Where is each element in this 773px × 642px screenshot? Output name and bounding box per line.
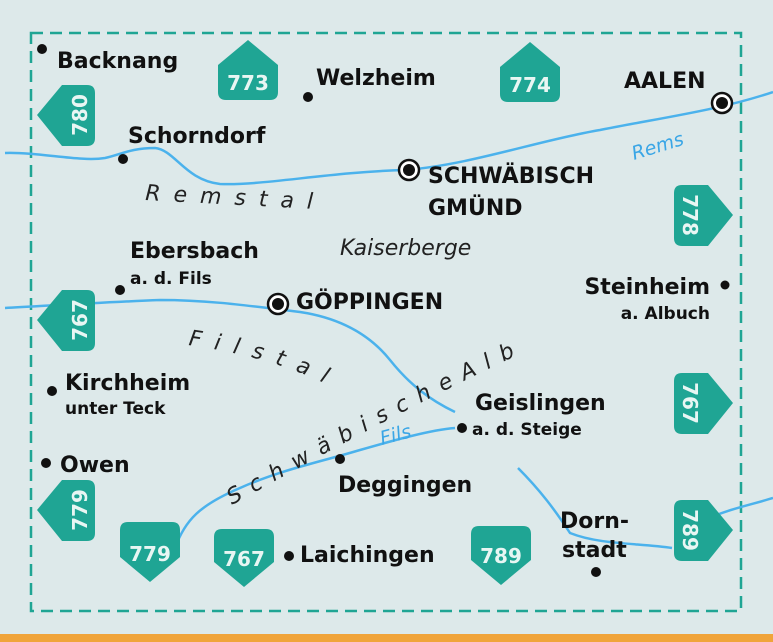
- town-label-kirchheim-sub: unter Teck: [65, 399, 166, 419]
- area-label-kaiserberge: Kaiserberge: [340, 236, 471, 261]
- town-label-geislingen: Geislingen: [475, 391, 606, 416]
- town-label-kirchheim: Kirchheim: [65, 371, 190, 396]
- town-dot-kirchheim: [47, 386, 57, 396]
- town-label-backnang: Backnang: [57, 49, 178, 74]
- city-marker-goeppingen: [266, 292, 290, 316]
- town-label-ebersbach: Ebersbach: [130, 239, 259, 264]
- town-label-dornstadt-2: stadt: [562, 538, 627, 563]
- badge-label: 778: [678, 194, 702, 236]
- town-dot-steinheim: [720, 280, 730, 290]
- sheet-badge-left-779[interactable]: 779: [37, 480, 95, 541]
- town-dot-owen: [41, 458, 51, 468]
- city-label-goeppingen: GÖPPINGEN: [296, 289, 443, 315]
- town-dot-backnang: [37, 44, 47, 54]
- badge-label: 773: [227, 71, 269, 95]
- town-label-laichingen: Laichingen: [300, 543, 435, 568]
- badge-label: 767: [223, 547, 265, 571]
- sheet-boundary: [29, 31, 743, 613]
- town-dot-geislingen: [457, 423, 467, 433]
- river-fils-upper: [173, 426, 456, 549]
- town-label-ebersbach-sub: a. d. Fils: [130, 269, 212, 289]
- town-label-steinheim: Steinheim: [584, 275, 710, 300]
- river-fils: [4, 298, 456, 414]
- city-label-aalen: AALEN: [624, 69, 706, 94]
- town-dot-welzheim: [303, 92, 313, 102]
- badge-label: 779: [129, 542, 171, 566]
- river-rems: [4, 90, 773, 186]
- sheet-badge-left-767[interactable]: 767: [37, 290, 95, 351]
- town-dot-dornstadt: [591, 567, 601, 577]
- badge-label: 774: [509, 73, 551, 97]
- town-label-dornstadt-1: Dorn-: [560, 509, 629, 534]
- town-label-schorndorf: Schorndorf: [128, 124, 266, 149]
- badge-label: 780: [68, 94, 92, 136]
- city-label-gmuend-1: SCHWÄBISCH: [428, 163, 594, 189]
- city-marker-aalen: [710, 91, 734, 115]
- bottom-strip: [0, 634, 773, 642]
- town-dots: [37, 44, 730, 577]
- badge-label: 767: [68, 299, 92, 341]
- town-label-steinheim-sub: a. Albuch: [621, 304, 710, 324]
- city-label-gmuend-2: GMÜND: [428, 195, 523, 221]
- town-label-deggingen: Deggingen: [338, 473, 472, 498]
- badge-label: 789: [678, 509, 702, 551]
- sheet-badge-774[interactable]: 774: [500, 42, 560, 102]
- city-markers: [266, 91, 734, 316]
- town-dot-ebersbach: [115, 285, 125, 295]
- city-marker-gmuend: [397, 158, 421, 182]
- town-dot-schorndorf: [118, 154, 128, 164]
- town-label-welzheim: Welzheim: [316, 66, 436, 91]
- sheet-badge-bottom-779[interactable]: 779: [120, 522, 180, 582]
- sheet-badge-right-767[interactable]: 767: [674, 373, 733, 434]
- town-dot-laichingen: [284, 551, 294, 561]
- sheet-badge-bottom-767[interactable]: 767: [214, 529, 274, 587]
- badge-label: 779: [68, 489, 92, 531]
- sheet-badge-778[interactable]: 778: [674, 185, 733, 246]
- town-label-geislingen-sub: a. d. Steige: [472, 420, 582, 440]
- sheet-badge-right-789[interactable]: 789: [674, 500, 733, 561]
- sheet-badge-bottom-789[interactable]: 789: [471, 526, 531, 585]
- town-dot-deggingen: [335, 454, 345, 464]
- badge-label: 789: [480, 544, 522, 568]
- town-label-owen: Owen: [60, 453, 130, 478]
- sheet-badge-773[interactable]: 773: [218, 40, 278, 100]
- sheet-badge-780[interactable]: 780: [37, 85, 95, 146]
- badge-label: 767: [678, 382, 702, 424]
